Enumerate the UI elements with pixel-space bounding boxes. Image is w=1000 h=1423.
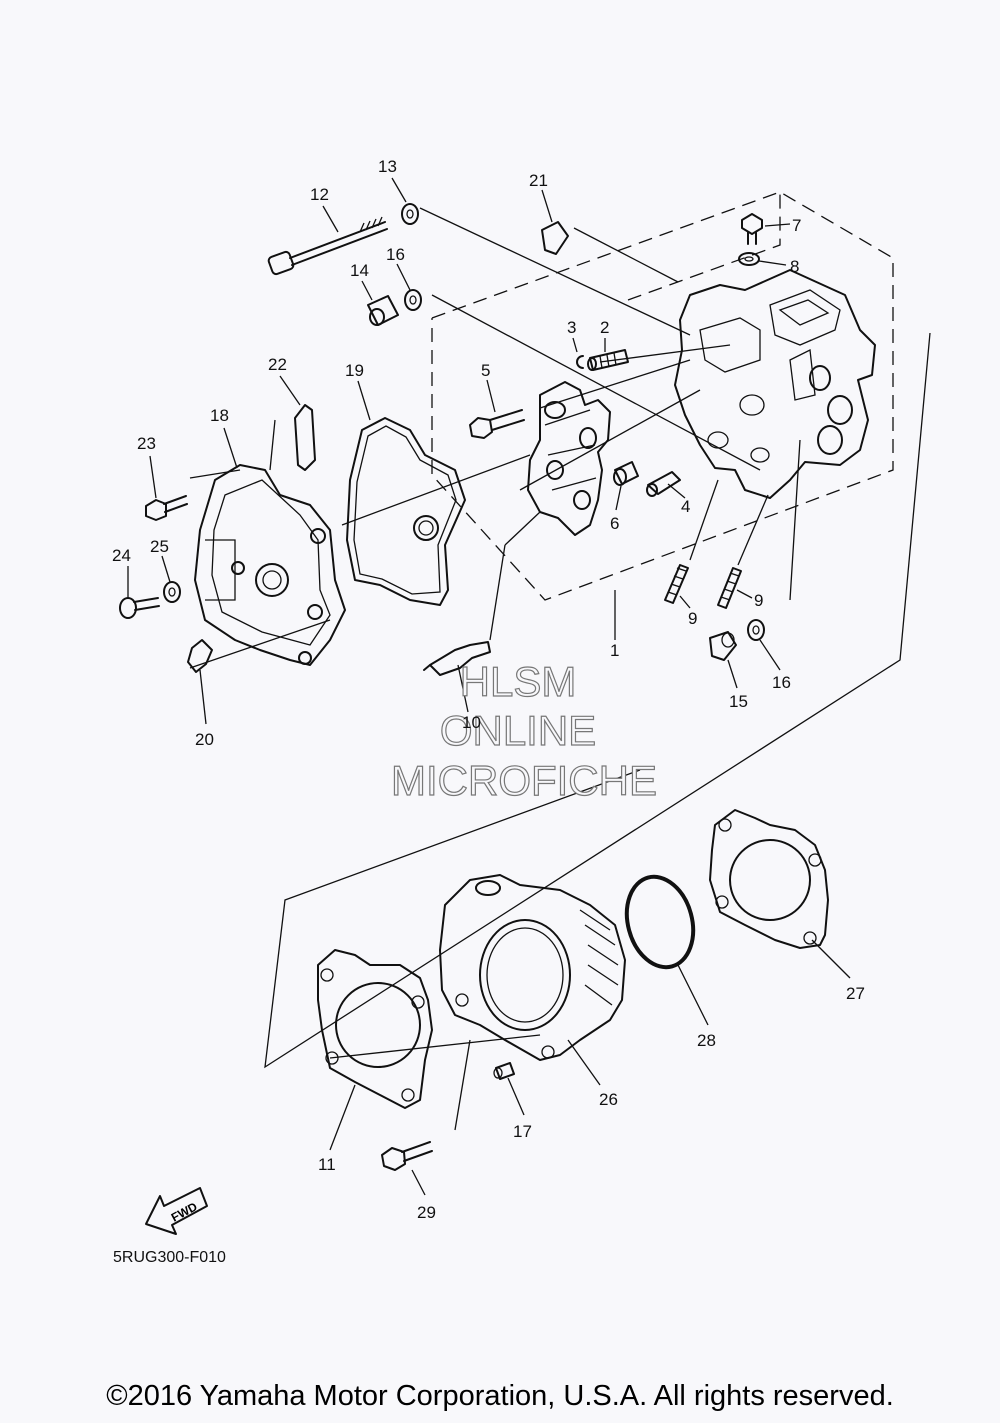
copyright-notice: ©2016 Yamaha Motor Corporation, U.S.A. A… xyxy=(106,1380,894,1412)
callout-14: 14 xyxy=(350,261,369,280)
part-2-valve-guide xyxy=(587,349,629,371)
part-24-bolt xyxy=(119,597,160,619)
callout-18: 18 xyxy=(210,406,229,425)
callout-7: 7 xyxy=(792,216,801,235)
part-11-base-gasket xyxy=(317,949,433,1109)
part-18-head-cover xyxy=(194,464,346,666)
part-22-bracket xyxy=(294,404,316,471)
part-1-cylinder-head xyxy=(674,269,876,499)
part-26-cylinder xyxy=(439,874,626,1061)
part-12-long-bolt xyxy=(267,216,388,276)
callout-12: 12 xyxy=(310,185,329,204)
callout-9-left: 9 xyxy=(688,609,697,628)
part-10-temp-sensor xyxy=(423,641,491,676)
alignment-lines xyxy=(189,207,931,1131)
callout-29: 29 xyxy=(417,1203,436,1222)
part-15-plug xyxy=(709,631,737,661)
callout-19: 19 xyxy=(345,361,364,380)
callout-16-lower: 16 xyxy=(772,673,791,692)
part-7-bolt xyxy=(741,213,763,245)
part-25-grommet xyxy=(163,581,181,603)
part-9-stud-left xyxy=(664,564,689,604)
part-27-head-gasket xyxy=(709,809,829,949)
part-4-valve xyxy=(646,471,681,497)
callout-5: 5 xyxy=(481,361,490,380)
part-23-bolt xyxy=(145,495,188,521)
overlay-callouts: 10 11 xyxy=(318,713,481,1174)
callout-2: 2 xyxy=(600,318,609,337)
part-13-washer xyxy=(401,203,419,225)
callout-28: 28 xyxy=(697,1031,716,1050)
part-21-plug xyxy=(541,221,569,255)
part-6-seal xyxy=(613,461,639,486)
callout-6: 6 xyxy=(610,514,619,533)
diagram-code: 5RUG300-F010 xyxy=(113,1249,226,1266)
part-19-cover-gasket xyxy=(346,417,466,606)
part-29-bolt xyxy=(381,1141,433,1171)
part-9-stud-right xyxy=(717,567,742,609)
watermark-line-1: HLSM xyxy=(460,658,577,705)
callout-24: 24 xyxy=(112,546,131,565)
watermark-line-2: ONLINE xyxy=(440,707,596,754)
callout-13: 13 xyxy=(378,157,397,176)
fwd-label: FWD xyxy=(169,1199,200,1224)
part-28-o-ring xyxy=(624,874,696,970)
callout-9-right: 9 xyxy=(754,591,763,610)
callout-numbers: 12 13 14 16 21 7 8 3 2 5 6 4 9 9 1 15 16… xyxy=(112,157,865,1222)
callout-25: 25 xyxy=(150,537,169,556)
part-8-washer xyxy=(738,252,760,266)
head-assembly-boundary xyxy=(431,191,894,601)
part-16-washer-lower xyxy=(747,619,765,641)
callout-21: 21 xyxy=(529,171,548,190)
watermark: HLSM ONLINE MICROFICHE xyxy=(390,657,657,804)
part-5-bolt xyxy=(469,409,525,439)
leader-lines xyxy=(127,177,851,1196)
part-20-clip xyxy=(187,639,213,673)
part-14-collar xyxy=(367,295,399,326)
watermark-line-3: MICROFICHE xyxy=(391,757,657,804)
callout-17: 17 xyxy=(513,1122,532,1141)
part-3-clip xyxy=(576,355,584,369)
callout-15: 15 xyxy=(729,692,748,711)
part-16-washer-upper xyxy=(404,289,422,311)
callout-4: 4 xyxy=(681,497,690,516)
fwd-arrow-icon: FWD xyxy=(145,1187,208,1235)
callout-27: 27 xyxy=(846,984,865,1003)
part-17-dowel-pin xyxy=(493,1062,515,1080)
callout-22: 22 xyxy=(268,355,287,374)
callout-3: 3 xyxy=(567,318,576,337)
callout-26: 26 xyxy=(599,1090,618,1109)
callout-8: 8 xyxy=(790,257,799,276)
callout-10-label: 10 xyxy=(462,713,481,732)
callout-16-upper: 16 xyxy=(386,245,405,264)
callout-11-label: 11 xyxy=(318,1155,336,1174)
callout-1: 1 xyxy=(610,641,619,660)
callout-20: 20 xyxy=(195,730,214,749)
rocker-arm-holder xyxy=(527,381,611,536)
callout-23: 23 xyxy=(137,434,156,453)
